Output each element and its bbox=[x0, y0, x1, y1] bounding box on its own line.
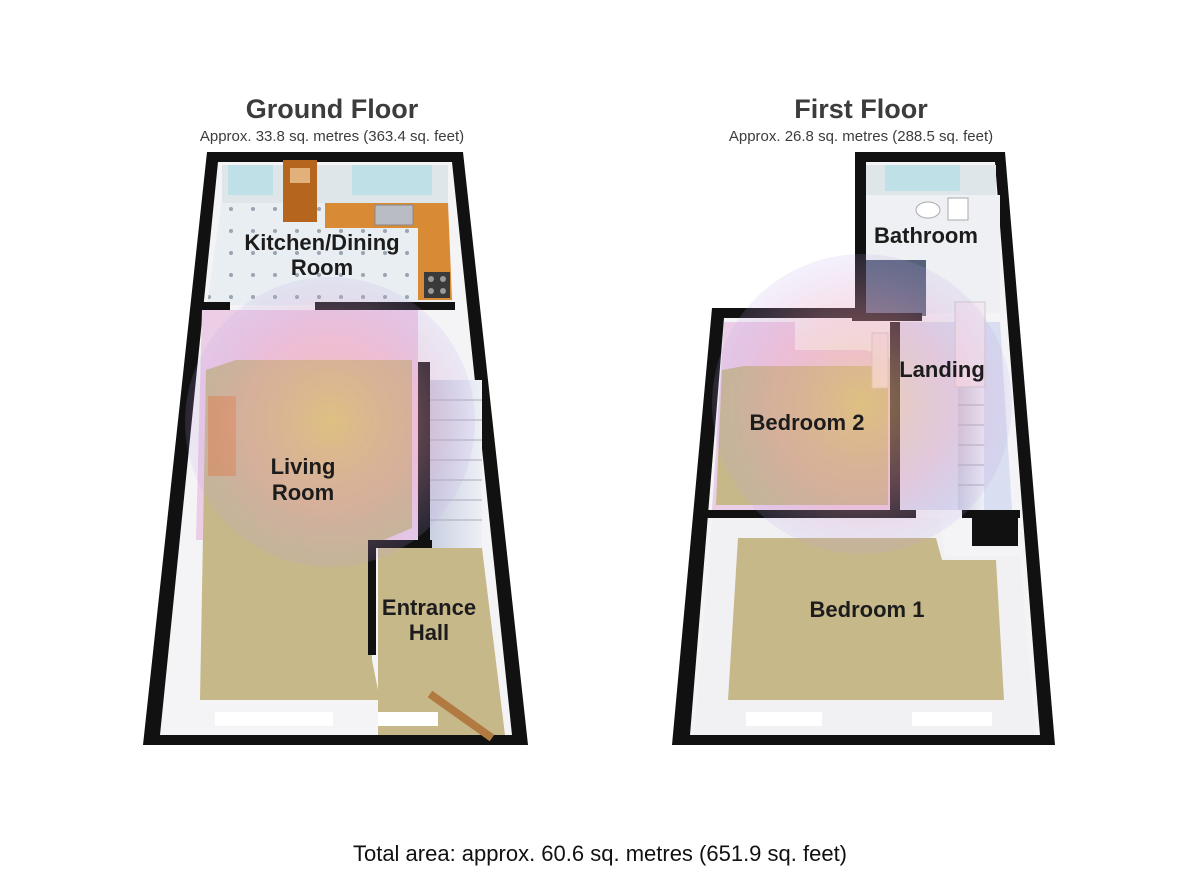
bedroom2-label: Bedroom 2 bbox=[750, 410, 865, 435]
bedroom1-label: Bedroom 1 bbox=[810, 597, 925, 622]
total-area: Total area: approx. 60.6 sq. metres (651… bbox=[352, 841, 848, 866]
living-label-line1: Living bbox=[271, 454, 336, 479]
first-floor-area: Approx. 26.8 sq. metres (288.5 sq. feet) bbox=[728, 128, 994, 145]
bedroom-divider-wall-right bbox=[962, 510, 1020, 518]
ground-floor-plan: Kitchen/Dining Room Living Room Entrance… bbox=[143, 152, 528, 745]
first-front-window-right bbox=[912, 712, 992, 726]
bathroom-toilet bbox=[947, 197, 969, 221]
first-watermark bbox=[712, 254, 1012, 554]
first-floor-plan: Bathroom Landing Bedroom 2 Bedroom 1 bbox=[672, 152, 1055, 745]
kitchen-window-left bbox=[228, 165, 273, 195]
entrance-hall-floor bbox=[378, 548, 505, 735]
hall-label-line2: Hall bbox=[409, 620, 449, 645]
landing-label: Landing bbox=[899, 357, 985, 382]
kitchen-worktop bbox=[325, 203, 452, 300]
kitchen-label-line1: Kitchen/Dining bbox=[244, 230, 399, 255]
ground-floor-title: Ground Floor bbox=[245, 94, 419, 124]
kitchen-hob bbox=[424, 272, 450, 298]
living-label-line2: Room bbox=[272, 480, 334, 505]
cupboard-wall bbox=[972, 518, 1018, 546]
bedroom1-carpet bbox=[728, 538, 1004, 700]
first-floor-title: First Floor bbox=[794, 94, 928, 124]
hall-label-line1: Entrance bbox=[382, 595, 476, 620]
front-door bbox=[427, 690, 495, 742]
ground-front-window-left bbox=[215, 712, 333, 726]
kitchen-label-line2: Room bbox=[291, 255, 353, 280]
door-glass bbox=[290, 168, 310, 183]
ground-front-window-right bbox=[378, 712, 438, 726]
ground-watermark bbox=[185, 277, 475, 567]
bathroom-window bbox=[885, 165, 960, 191]
ground-floor-area: Approx. 33.8 sq. metres (363.4 sq. feet) bbox=[199, 128, 465, 145]
kitchen-sink bbox=[374, 204, 414, 226]
kitchen-window-right bbox=[352, 165, 432, 195]
ground-divider-wall bbox=[196, 302, 230, 310]
bathroom-basin bbox=[915, 201, 941, 219]
first-front-window-left bbox=[746, 712, 822, 726]
bathroom-label: Bathroom bbox=[874, 223, 978, 248]
